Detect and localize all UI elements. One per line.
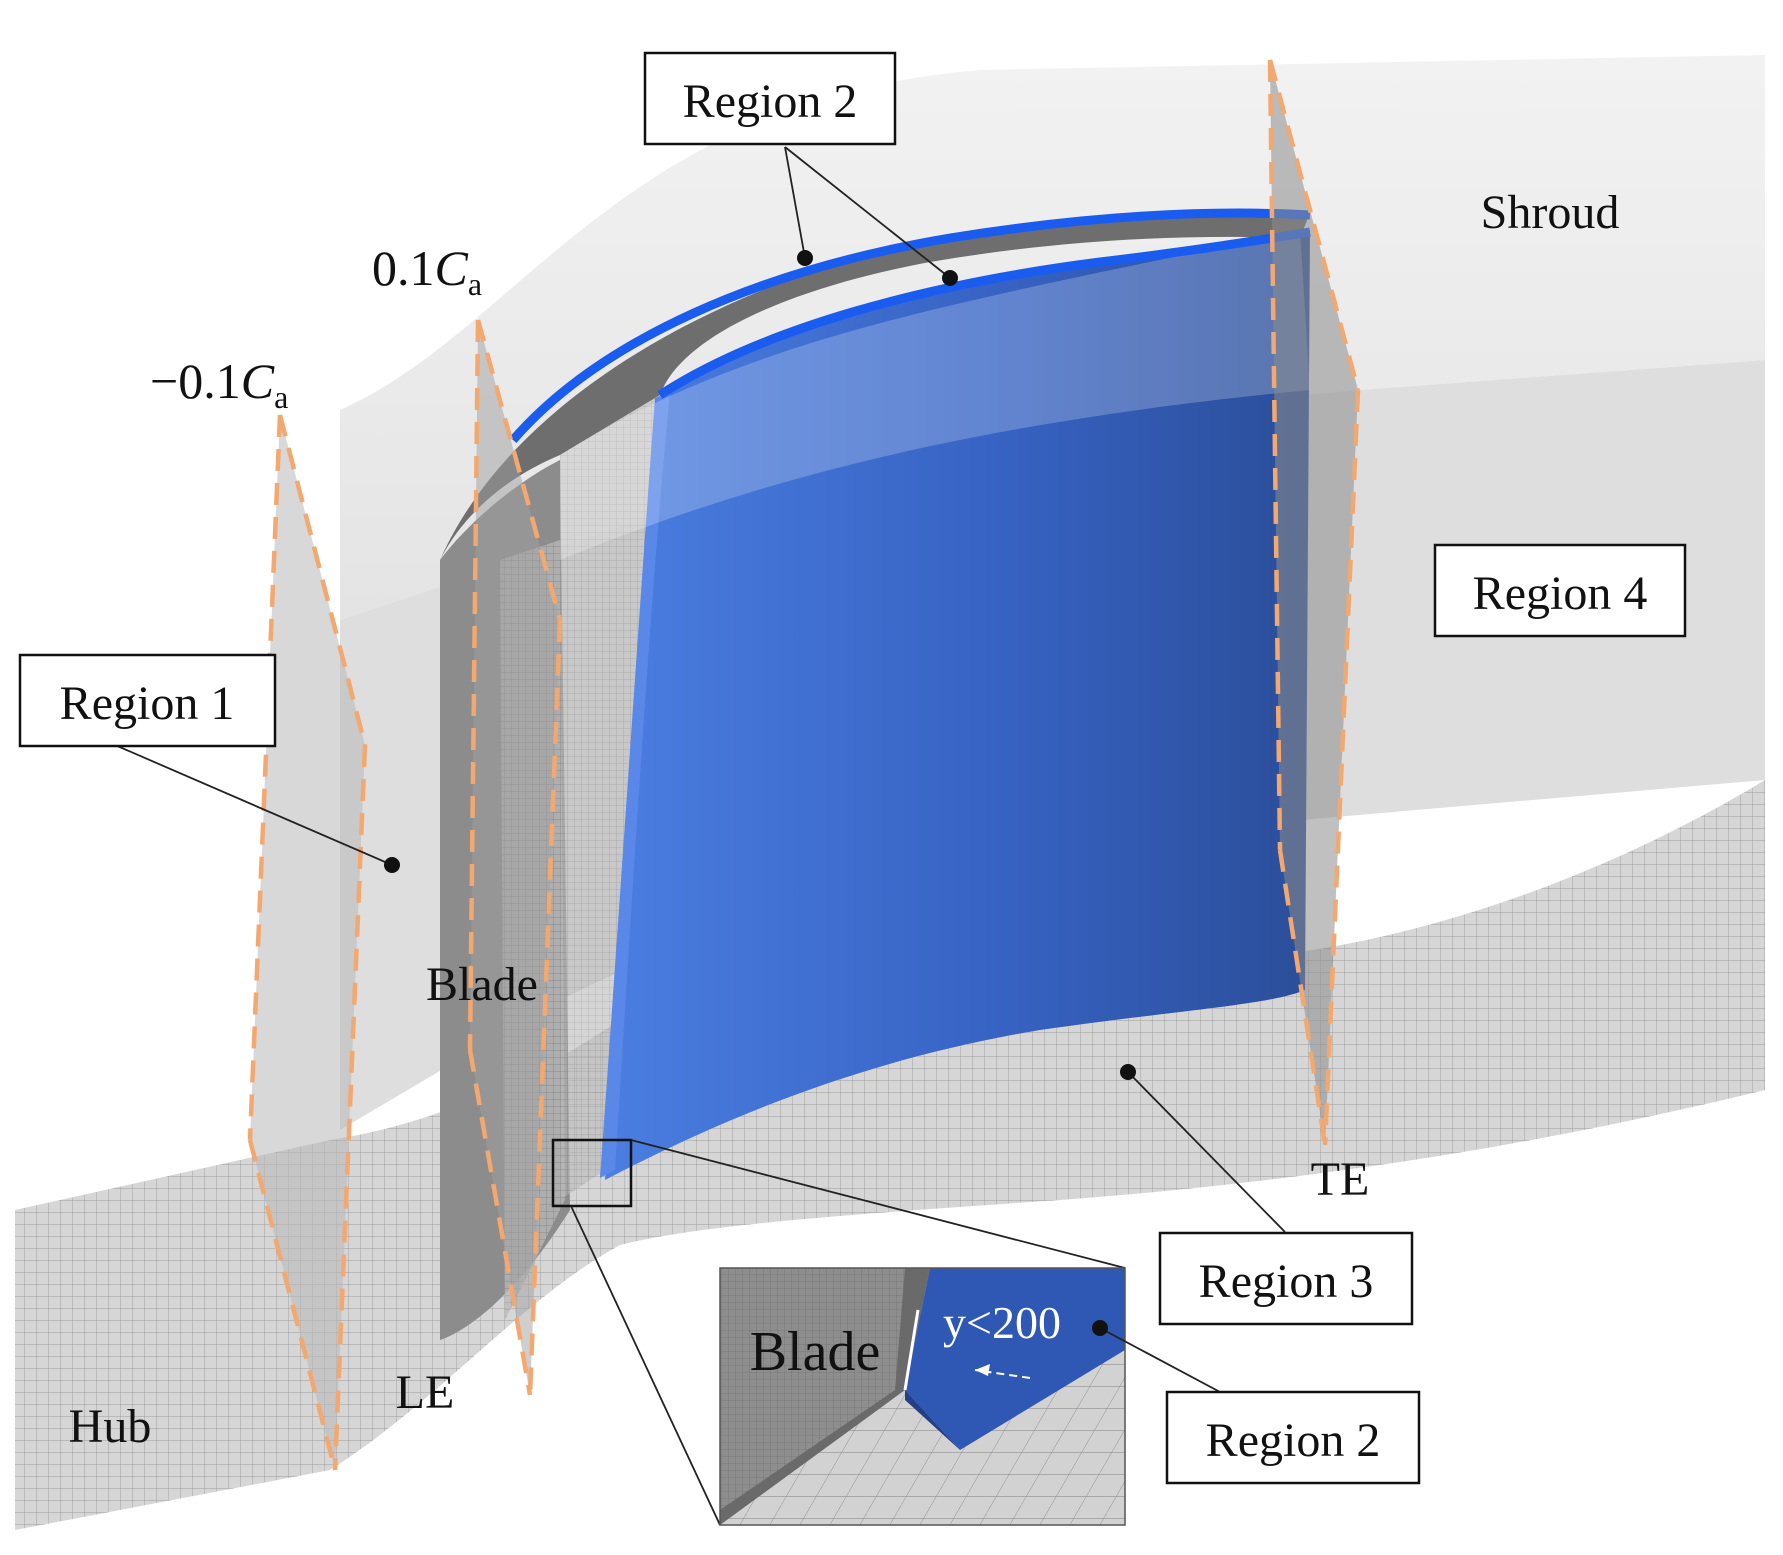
plane-neg-0p1ca (250, 415, 365, 1470)
plane-neg-subscript: a (274, 379, 288, 415)
plane-pos-symbol: C (435, 240, 469, 296)
te-label: TE (1311, 1153, 1370, 1206)
plane-pos-subscript: a (468, 266, 482, 302)
plane-neg-label: −0.1Ca (150, 353, 288, 415)
leader-lines (114, 146, 1286, 1393)
le-label: LE (396, 1366, 455, 1419)
svg-text:Region 1: Region 1 (60, 677, 235, 730)
shroud-overlay (560, 230, 1310, 560)
inset-zoom (719, 1267, 1126, 1526)
svg-text:Region 3: Region 3 (1199, 1255, 1374, 1308)
svg-text:Region 2: Region 2 (1206, 1414, 1381, 1467)
plane-pos-0p1ca (470, 320, 560, 1395)
region4-label: Region 4 (1433, 543, 1687, 638)
plane-neg-symbol: C (241, 353, 275, 409)
inset-yplus-label: y<200 (943, 1297, 1061, 1348)
plane-pos-label: 0.1Ca (372, 240, 482, 302)
svg-text:Region 2: Region 2 (683, 75, 858, 128)
tip-edge-inner (657, 227, 1311, 399)
region2-inset-label: Region 2 (1165, 1390, 1421, 1485)
hub-label: Hub (69, 1400, 152, 1453)
region3-label: Region 3 (1158, 1231, 1414, 1326)
blade-leading-highlight (600, 392, 670, 1178)
passage-mesh-strip (560, 395, 660, 1200)
plane-dashed-edges (247, 59, 1361, 1471)
blade-tip-surface (440, 211, 1310, 560)
blade-surface (605, 230, 1310, 1180)
tip-edge-outer (509, 208, 1311, 443)
svg-text:Region 4: Region 4 (1473, 567, 1648, 620)
inset-blade-label: Blade (750, 1321, 881, 1383)
plane-neg-coef: −0.1 (150, 353, 241, 409)
blade-label: Blade (426, 958, 538, 1011)
plane-pos-coef: 0.1 (372, 240, 435, 296)
region1-label: Region 1 (18, 653, 277, 748)
zoom-source-box (551, 1138, 633, 1208)
shroud-label: Shroud (1481, 186, 1620, 239)
region2-top-label: Region 2 (643, 51, 897, 146)
